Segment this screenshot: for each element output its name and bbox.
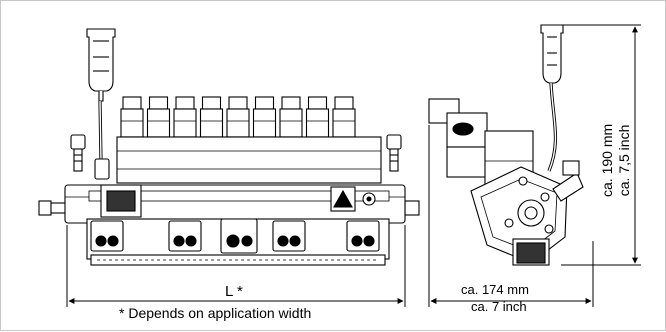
bolt-left	[70, 134, 86, 172]
nozzle-group-1	[90, 220, 124, 252]
width-inch-label: ca. 7 inch	[471, 299, 527, 314]
cable-connector-front	[86, 28, 116, 180]
height-inch-label: ca. 7,5 inch	[616, 124, 632, 197]
height-mm-label: ca. 190 mm	[599, 123, 615, 197]
length-dimension	[66, 225, 406, 307]
nozzle-group-2	[168, 220, 202, 252]
front-view	[38, 28, 420, 266]
bolt-right	[386, 134, 402, 172]
nozzle-group-4	[272, 220, 306, 252]
nozzle-group-3	[220, 218, 258, 254]
cable-connector-side	[540, 24, 564, 172]
side-view	[428, 24, 584, 266]
fitting-right	[404, 200, 420, 216]
fitting-left	[38, 200, 68, 216]
nozzle-group-5	[346, 220, 380, 252]
height-dimension	[561, 24, 641, 266]
footnote-text: * Depends on application width	[119, 305, 312, 321]
length-label: L *	[225, 283, 243, 300]
width-mm-label: ca. 174 mm	[461, 282, 529, 297]
warning-sign	[330, 186, 376, 212]
width-dimension	[428, 125, 594, 307]
height-label: ca. 190 mm ca. 7,5 inch	[599, 124, 633, 197]
